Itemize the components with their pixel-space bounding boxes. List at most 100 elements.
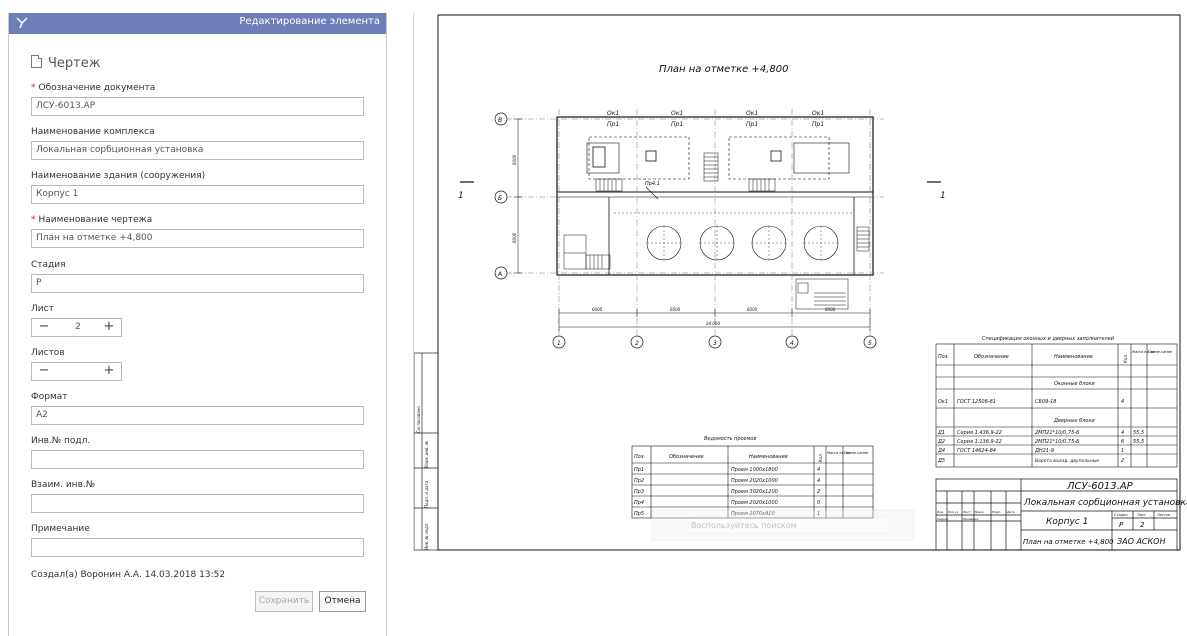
stamp-drawing-name: План на отметке +4,800	[1023, 538, 1114, 546]
cancel-button[interactable]: Отмена	[319, 591, 366, 612]
openings-row-3-qty: 2	[817, 489, 820, 495]
spec-row-5-qty: 2	[1121, 458, 1124, 464]
stamp-building: Корпус 1	[1046, 517, 1088, 527]
sheets-decrement-button[interactable]: −	[38, 363, 50, 378]
openings-row-1-name: Проем 1000х1800	[731, 467, 778, 473]
building-name-input[interactable]: Корпус 1	[31, 185, 364, 204]
required-marker: *	[31, 83, 36, 93]
door-mark-2: Пр1	[671, 121, 683, 128]
stage-input[interactable]: Р	[31, 274, 364, 293]
sheet-stepper[interactable]: − 2 +	[31, 318, 122, 337]
openings-row-5-pos: Пр5	[634, 511, 644, 517]
building-plan	[506, 109, 884, 337]
vzaim-inv-input[interactable]	[31, 494, 364, 513]
edit-panel: Редактирование элемента Чертеж *Обозначе…	[8, 13, 387, 636]
spec-row-2-name: 2МП21*10/0,75-Б	[1035, 430, 1080, 436]
door-mark-1: Пр1	[607, 121, 619, 128]
axis-bubbles-numbers	[552, 335, 877, 349]
plan-title: План на отметке +4,800	[659, 64, 788, 75]
spec-table-grid	[935, 343, 1178, 468]
drawing-viewer[interactable]: Согласовано Взам. инв. № Подп. и дата Ин…	[414, 13, 1187, 553]
document-type-label: Чертеж	[48, 56, 101, 71]
openings-header-designation: Обозначение	[669, 454, 704, 460]
sheets-stepper[interactable]: − +	[31, 362, 122, 381]
dim-total: 24 000	[706, 321, 720, 326]
complex-name-input[interactable]: Локальная сорбционная установка	[31, 141, 364, 160]
spec-row-1-qty: 4	[1121, 399, 1124, 405]
axis-letter-a: А	[497, 271, 502, 278]
spec-row-5-pos: Д5	[937, 458, 945, 464]
openings-row-4-pos: Пр4	[634, 500, 644, 506]
spec-section-windows: Оконные блоки	[1054, 381, 1096, 387]
note-input[interactable]	[31, 538, 364, 557]
spec-row-3-pos: Д2	[937, 439, 945, 445]
openings-row-2-name: Проем 2020х1000	[731, 478, 778, 484]
side-label-vzam: Взам. инв. №	[424, 441, 429, 468]
openings-title: Ведомость проемов	[704, 436, 756, 442]
axis-bubbles-letters	[494, 112, 508, 280]
drawing-sheet: Согласовано Взам. инв. № Подп. и дата Ин…	[414, 14, 1187, 551]
spec-row-1-name: СБ09-18	[1035, 399, 1056, 405]
document-type-heading: Чертеж	[31, 55, 100, 71]
dim-left-2: 6000	[512, 232, 517, 243]
spec-row-2-designation: Серия 1.436.9-22	[957, 430, 1002, 436]
field-label-sheets: Листов	[31, 348, 65, 358]
stamp-role-proveril: Проверил	[963, 517, 978, 521]
stamp-role-list: Лист	[962, 510, 971, 514]
inv-podl-input[interactable]	[31, 450, 364, 469]
field-label-format: Формат	[31, 392, 68, 402]
openings-row-4-qty: 0	[817, 500, 820, 506]
spec-header-qty: Кол.	[1123, 354, 1128, 363]
viewer-search-overlay[interactable]	[651, 509, 915, 541]
stamp-sheet-label: Лист	[1136, 513, 1147, 517]
stamp-stage: Р	[1119, 521, 1124, 529]
stamp-sheets-label: Листов	[1156, 513, 1170, 517]
spec-row-4-name: ДН21-9	[1034, 448, 1054, 454]
sheet-increment-button[interactable]: +	[103, 319, 115, 334]
viewer-search-hint[interactable]: Воспользуйтесь поиском	[691, 521, 797, 530]
openings-row-2-qty: 4	[817, 478, 820, 484]
stamp-designation: ЛСУ-6013.АР	[1066, 481, 1134, 492]
openings-header-mass: Масса ед. кг	[827, 451, 850, 455]
spec-header-pos: Поз.	[938, 354, 949, 360]
spec-row-3-mass: 55,5	[1133, 439, 1144, 445]
sheet-value[interactable]: 2	[75, 322, 81, 332]
field-label-inv-podl: Инв.№ подл.	[31, 436, 91, 446]
spec-row-2-pos: Д1	[937, 430, 945, 436]
sheet-decrement-button[interactable]: −	[38, 319, 50, 334]
stamp-role-razrab: Разраб.	[937, 517, 949, 521]
stamp-role-kol: Кол.уч	[948, 510, 959, 514]
document-icon	[31, 55, 42, 68]
window-mark-1: Ок1	[607, 110, 619, 117]
stamp-role-sign: Подп.	[992, 510, 1001, 514]
axis-number-4: 4	[790, 340, 794, 347]
openings-header-name: Наименование	[749, 454, 788, 460]
stamp-stage-label: Стадия	[1114, 513, 1127, 517]
created-by-info: Создал(а) Воронин А.А. 14.03.2018 13:52	[31, 570, 226, 580]
designation-input[interactable]: ЛСУ-6013.АР	[31, 97, 364, 116]
openings-row-2-pos: Пр2	[634, 478, 644, 484]
axis-number-5: 5	[868, 340, 872, 347]
section-mark-right: 1	[940, 191, 946, 201]
drawing-name-input[interactable]: План на отметке +4,800	[31, 229, 364, 248]
format-input[interactable]: А2	[31, 406, 364, 425]
openings-row-5-name: Проем 2070х910	[731, 511, 775, 517]
spec-row-1-designation: ГОСТ 12506-81	[957, 399, 996, 405]
spec-row-4-qty: 1	[1121, 448, 1124, 454]
left-dimension-lines	[514, 118, 522, 274]
spec-header-note: Приме-чание	[1148, 350, 1172, 354]
stamp-role-date: Дата	[1006, 510, 1015, 514]
sheets-increment-button[interactable]: +	[103, 363, 115, 378]
door-label-inside: Пр4.1	[645, 181, 660, 187]
door-mark-3: Пр1	[746, 121, 758, 128]
spec-header-designation: Обозначение	[974, 354, 1009, 360]
spec-title: Спецификация оконных и дверных заполните…	[982, 336, 1115, 342]
window-mark-3: Ок1	[746, 110, 758, 117]
save-button[interactable]: Сохранить	[255, 591, 313, 612]
field-label-sheet: Лист	[31, 304, 54, 314]
spec-row-1-pos: Ок1	[938, 399, 948, 405]
spec-header-mass: Масса ед. кг	[1132, 350, 1155, 354]
openings-row-4-name: Проем 2020х1000	[731, 500, 778, 506]
dim-bottom-1: 6000	[592, 307, 603, 312]
axis-letter-v: В	[498, 117, 502, 124]
